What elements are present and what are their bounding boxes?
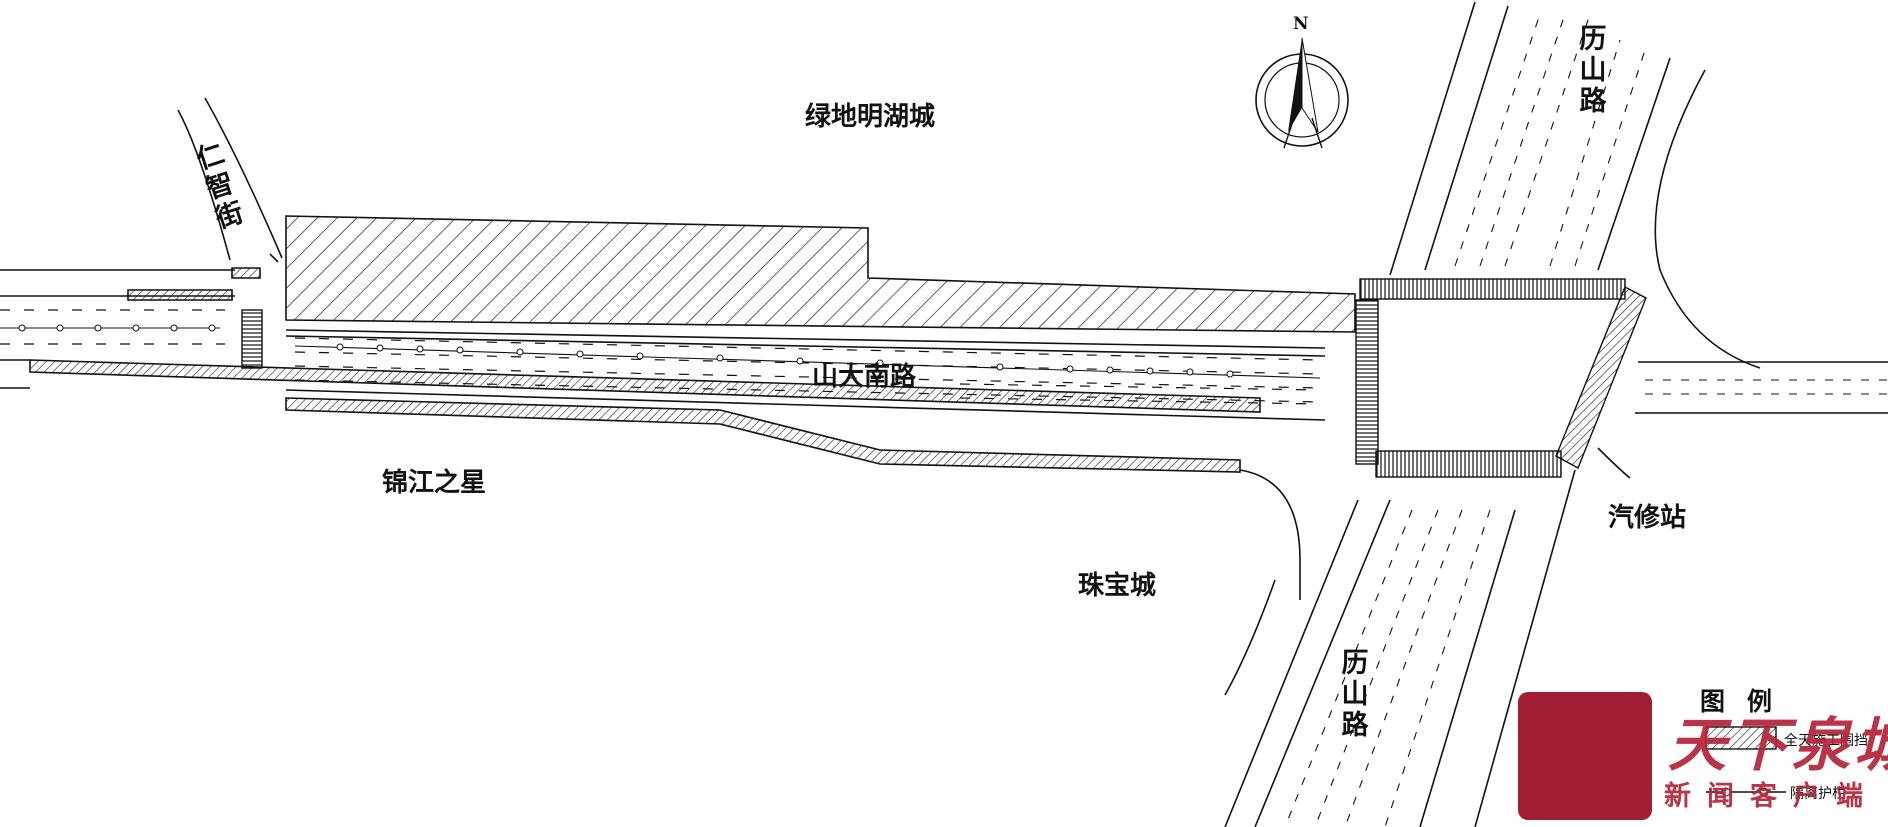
brand-logo xyxy=(1518,692,1652,820)
label-lishan-lu-south: 历山路 xyxy=(1341,648,1369,741)
label-shanda-nanlu: 山大南路 xyxy=(812,362,917,392)
renzhi-street xyxy=(177,97,283,263)
east-lanes xyxy=(1645,379,1888,395)
lishan-south-lanes xyxy=(1284,509,1491,827)
legend-swatches xyxy=(1705,726,1786,797)
legend-item-barrier: 隔离护栏 xyxy=(1790,786,1846,802)
barrier-dots xyxy=(18,324,1234,378)
east-road xyxy=(1597,361,1888,479)
intersection xyxy=(241,278,1647,478)
label-zhubaocheng: 珠宝城 xyxy=(1078,571,1157,601)
shanda-road xyxy=(0,269,1326,696)
label-lishan-lu-north: 历山路 xyxy=(1579,24,1607,117)
legend-item-construction: 全天施工围挡 xyxy=(1784,733,1868,749)
compass-icon xyxy=(1255,37,1349,149)
brand-name: 天下泉城 xyxy=(1668,711,1888,779)
legend-title: 图例 xyxy=(1700,687,1795,716)
lishan-road-north xyxy=(1389,1,1761,369)
lishan-north-lanes xyxy=(1454,13,1646,267)
construction-zones xyxy=(29,215,1356,473)
lishan-road-south xyxy=(1224,469,1576,827)
brand-subtitle: 新闻客户端 xyxy=(1664,781,1879,812)
label-jinjiang-zhixing: 锦江之星 xyxy=(382,468,487,498)
north-label: N xyxy=(1293,14,1309,34)
label-lvdi-mingehu: 绿地明湖城 xyxy=(805,102,936,132)
label-qixiuzhan: 汽修站 xyxy=(1608,503,1687,533)
